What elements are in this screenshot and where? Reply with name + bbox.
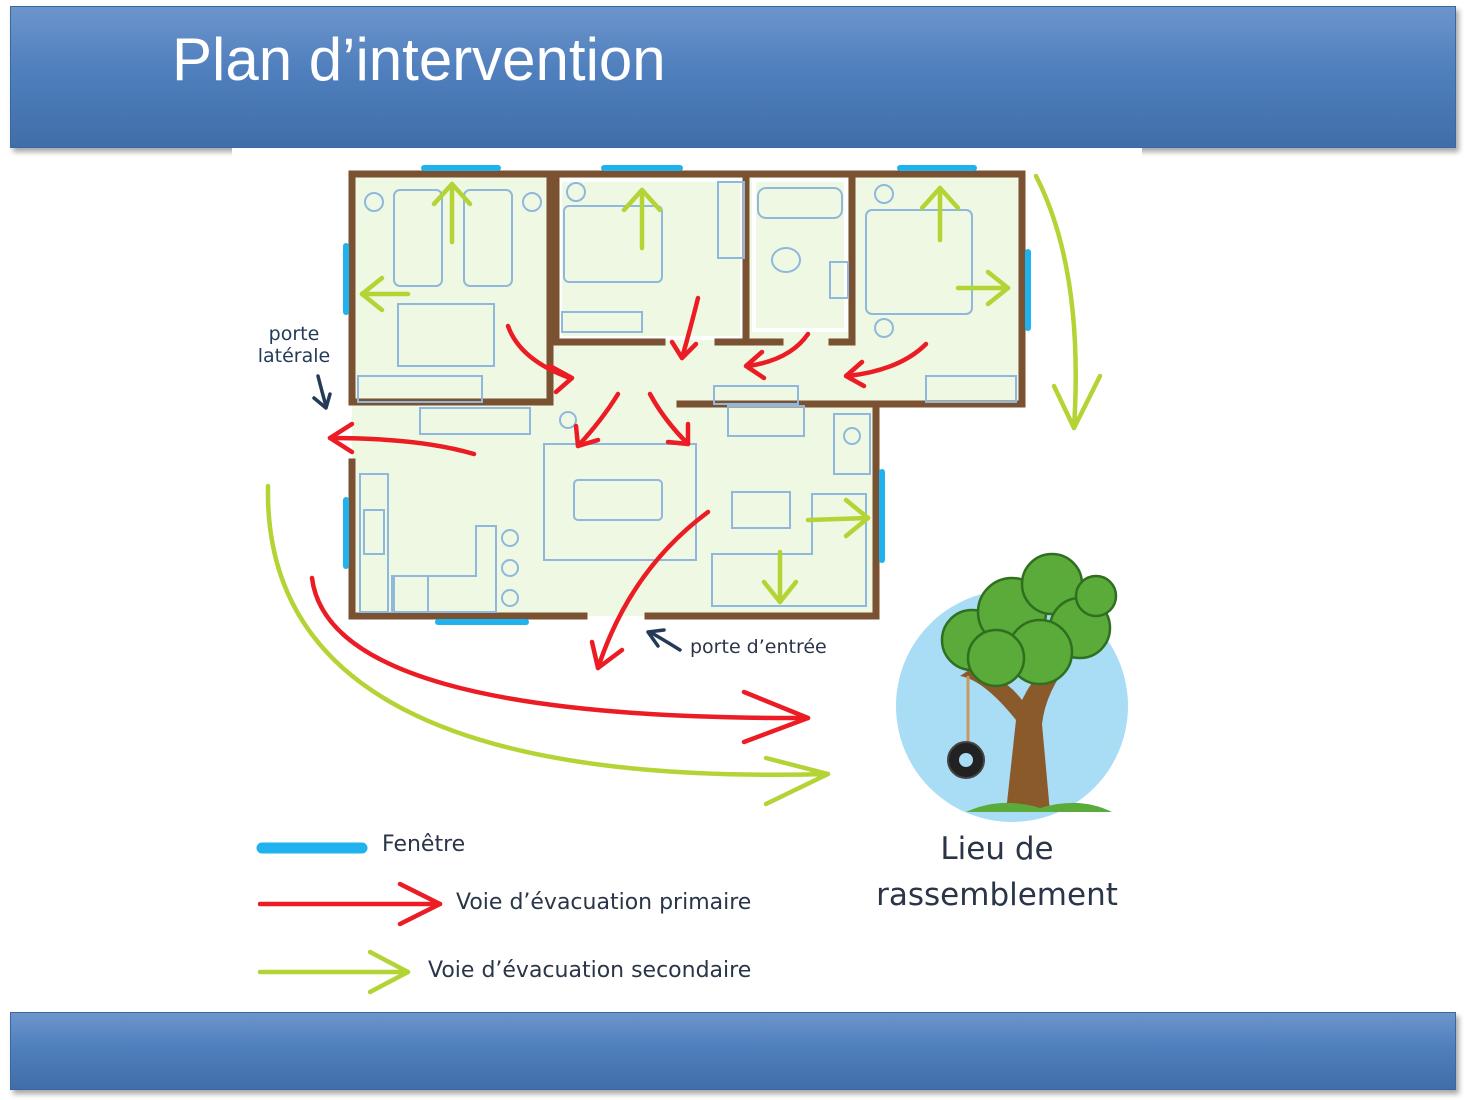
legend-primary-arrow-icon bbox=[257, 881, 443, 927]
windows bbox=[343, 165, 1031, 625]
furniture bbox=[357, 181, 1017, 613]
title-bar bbox=[10, 6, 1456, 148]
legend-secondary-arrow-icon bbox=[257, 949, 411, 995]
assembly-label-line2: rassemblement bbox=[876, 877, 1118, 913]
assembly-point-label: Lieu de rassemblement bbox=[862, 826, 1132, 918]
assembly-tree-icon bbox=[896, 552, 1128, 822]
bathtub-icon bbox=[757, 187, 843, 219]
legend-window-label: Fenêtre bbox=[382, 832, 466, 857]
bed-2 bbox=[463, 189, 513, 287]
primary-arrow-bedroom1 bbox=[505, 323, 573, 381]
front-door-pointer-icon bbox=[648, 630, 682, 652]
primary-arrow-frontdoor bbox=[595, 509, 711, 671]
secondary-arrow-to-assembly bbox=[265, 483, 831, 777]
legend-swatches bbox=[256, 842, 443, 995]
legend-primary-label: Voie d’évacuation primaire bbox=[456, 890, 752, 915]
toilet-icon bbox=[771, 247, 801, 273]
bed-4 bbox=[865, 209, 973, 315]
secondary-arrow-outside-right bbox=[1033, 173, 1078, 431]
dining-table bbox=[573, 479, 663, 521]
rug-bedroom1 bbox=[397, 303, 495, 367]
bed-1 bbox=[393, 189, 443, 287]
footer-bar bbox=[10, 1012, 1456, 1090]
house-walls bbox=[348, 170, 1026, 620]
door-pointers bbox=[312, 374, 682, 652]
primary-routes bbox=[309, 295, 929, 745]
primary-arrow-sidedoor bbox=[327, 435, 477, 457]
stove-icon bbox=[833, 413, 871, 475]
assembly-label-line1: Lieu de bbox=[940, 831, 1054, 867]
side-door-label-line2: latérale bbox=[258, 345, 330, 367]
kitchen-counter bbox=[359, 473, 389, 613]
legend-secondary-label: Voie d’évacuation secondaire bbox=[428, 958, 752, 983]
front-door-label: porte d’entrée bbox=[690, 636, 827, 658]
secondary-routes bbox=[265, 173, 1103, 807]
primary-arrow-to-assembly bbox=[309, 575, 811, 721]
side-door-pointer-icon bbox=[316, 374, 328, 408]
bed-3 bbox=[563, 205, 663, 283]
slide-title: Plan d’intervention bbox=[172, 26, 666, 93]
dining-rug bbox=[543, 443, 697, 561]
sofa bbox=[711, 493, 867, 607]
side-door-label-line1: porte bbox=[269, 323, 320, 345]
